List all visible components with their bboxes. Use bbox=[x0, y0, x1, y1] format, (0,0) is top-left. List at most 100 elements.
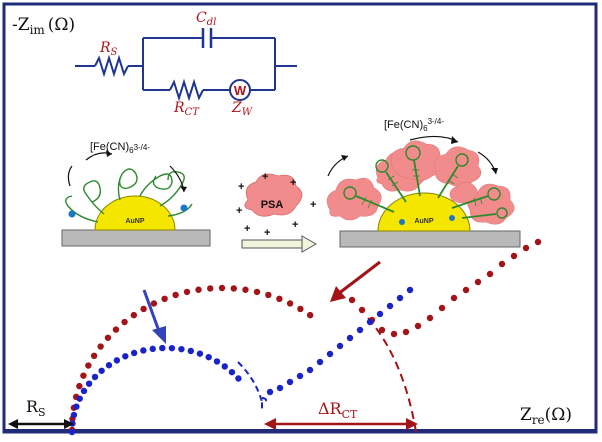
red-data-point bbox=[195, 286, 202, 293]
svg-text:+: + bbox=[262, 171, 268, 183]
svg-text:+: + bbox=[290, 177, 296, 189]
rs-label: RS bbox=[26, 397, 46, 419]
right-aptamer-loops bbox=[343, 145, 508, 219]
red-data-point bbox=[276, 295, 283, 303]
process-arrow-shaft bbox=[241, 239, 303, 249]
blue-data-point bbox=[221, 363, 228, 370]
left-substrate bbox=[61, 229, 211, 247]
red-data-point bbox=[306, 311, 314, 319]
blue-data-point bbox=[356, 326, 364, 334]
red-impedance-series bbox=[68, 238, 542, 434]
blue-data-point bbox=[85, 380, 93, 387]
left-electrode: AuNP [Fe(CN)63-/4- bbox=[61, 141, 211, 247]
blue-semicircle-dash-2 bbox=[237, 361, 263, 403]
rct-circuit-label: RCT bbox=[173, 100, 200, 118]
blue-data-point bbox=[235, 375, 242, 382]
red-data-point bbox=[358, 306, 366, 314]
psa-label: PSA bbox=[261, 199, 284, 211]
blue-data-point bbox=[76, 395, 83, 402]
red-data-point bbox=[97, 343, 104, 350]
blue-data-point bbox=[396, 294, 404, 302]
figure-frame bbox=[2, 2, 598, 434]
blue-data-point bbox=[266, 388, 274, 396]
red-data-point bbox=[207, 285, 214, 292]
red-data-point bbox=[104, 334, 112, 341]
left-aunp bbox=[94, 195, 176, 231]
red-data-point bbox=[161, 295, 168, 303]
blue-data-point bbox=[296, 372, 304, 380]
red-pointer-arrow bbox=[330, 260, 381, 302]
red-data-point bbox=[474, 278, 482, 286]
blue-data-point bbox=[105, 362, 113, 369]
cdl-circuit-label: Cdl bbox=[196, 10, 216, 28]
red-data-point bbox=[230, 285, 237, 292]
blue-data-point bbox=[159, 344, 166, 352]
blue-data-point bbox=[326, 350, 334, 358]
blue-data-point bbox=[70, 411, 78, 419]
process-arrow-head bbox=[301, 235, 318, 253]
red-data-point bbox=[242, 286, 249, 293]
blue-data-point bbox=[149, 345, 156, 353]
blue-impedance-series bbox=[68, 286, 414, 436]
blue-data-point bbox=[80, 387, 88, 395]
psa-blob bbox=[244, 173, 303, 217]
blue-data-point bbox=[306, 366, 314, 374]
red-semicircle-dash bbox=[367, 317, 417, 433]
right-probe-dot-1 bbox=[399, 219, 405, 225]
red-data-point bbox=[90, 352, 98, 360]
red-data-point bbox=[414, 322, 422, 330]
red-data-point bbox=[498, 260, 506, 268]
blue-data-point bbox=[98, 367, 105, 374]
red-data-point bbox=[297, 305, 304, 313]
blue-data-point bbox=[187, 347, 195, 355]
red-data-point bbox=[140, 305, 147, 313]
blue-data-point bbox=[213, 358, 221, 365]
blue-data-point bbox=[316, 358, 324, 366]
equivalent-circuit bbox=[75, 28, 297, 102]
left-probe-dot-1 bbox=[68, 210, 76, 218]
red-data-point bbox=[265, 291, 272, 299]
blue-data-point bbox=[386, 302, 394, 310]
svg-text:+: + bbox=[310, 199, 316, 211]
blue-data-point bbox=[113, 357, 121, 364]
red-data-point bbox=[390, 330, 398, 338]
red-data-point bbox=[438, 304, 446, 312]
red-data-point bbox=[80, 372, 87, 379]
x-axis-label: Zre(Ω) bbox=[520, 405, 572, 427]
rs-circuit-label: RS bbox=[99, 40, 118, 58]
blue-data-point bbox=[122, 353, 129, 360]
blue-semicircle-dash bbox=[261, 397, 267, 410]
svg-text:+: + bbox=[264, 227, 270, 239]
red-data-point bbox=[76, 382, 83, 390]
red-data-point bbox=[183, 288, 191, 296]
blue-data-point bbox=[336, 342, 344, 350]
right-redox-label: [Fe(CN)63-/4- bbox=[384, 117, 444, 133]
left-redox-label: [Fe(CN)63-/4- bbox=[90, 141, 150, 155]
rct-resistor bbox=[169, 78, 204, 102]
right-aptamer-rungs bbox=[361, 169, 483, 209]
red-data-point bbox=[378, 326, 386, 334]
left-aunp-label: AuNP bbox=[125, 218, 144, 225]
right-electrode: AuNP bbox=[326, 117, 521, 248]
svg-text:+: + bbox=[244, 223, 250, 235]
red-data-point bbox=[426, 314, 434, 322]
right-aptamer-stems bbox=[355, 159, 497, 219]
red-data-point bbox=[462, 286, 470, 294]
blue-data-point bbox=[346, 334, 354, 342]
red-data-point bbox=[85, 362, 92, 369]
blue-data-point bbox=[168, 344, 176, 352]
right-probe-dot-2 bbox=[449, 215, 455, 221]
red-data-point bbox=[450, 294, 458, 302]
red-data-point bbox=[522, 244, 530, 252]
red-data-point bbox=[130, 311, 138, 319]
blue-data-point bbox=[366, 318, 374, 326]
blue-data-point bbox=[91, 373, 99, 381]
red-data-point bbox=[218, 284, 226, 292]
psa-binding-step: PSA +++ +++ ++ bbox=[236, 171, 318, 253]
right-substrate bbox=[339, 230, 521, 248]
red-data-point bbox=[253, 288, 261, 296]
blue-data-point bbox=[276, 384, 284, 392]
red-data-point bbox=[286, 300, 294, 307]
